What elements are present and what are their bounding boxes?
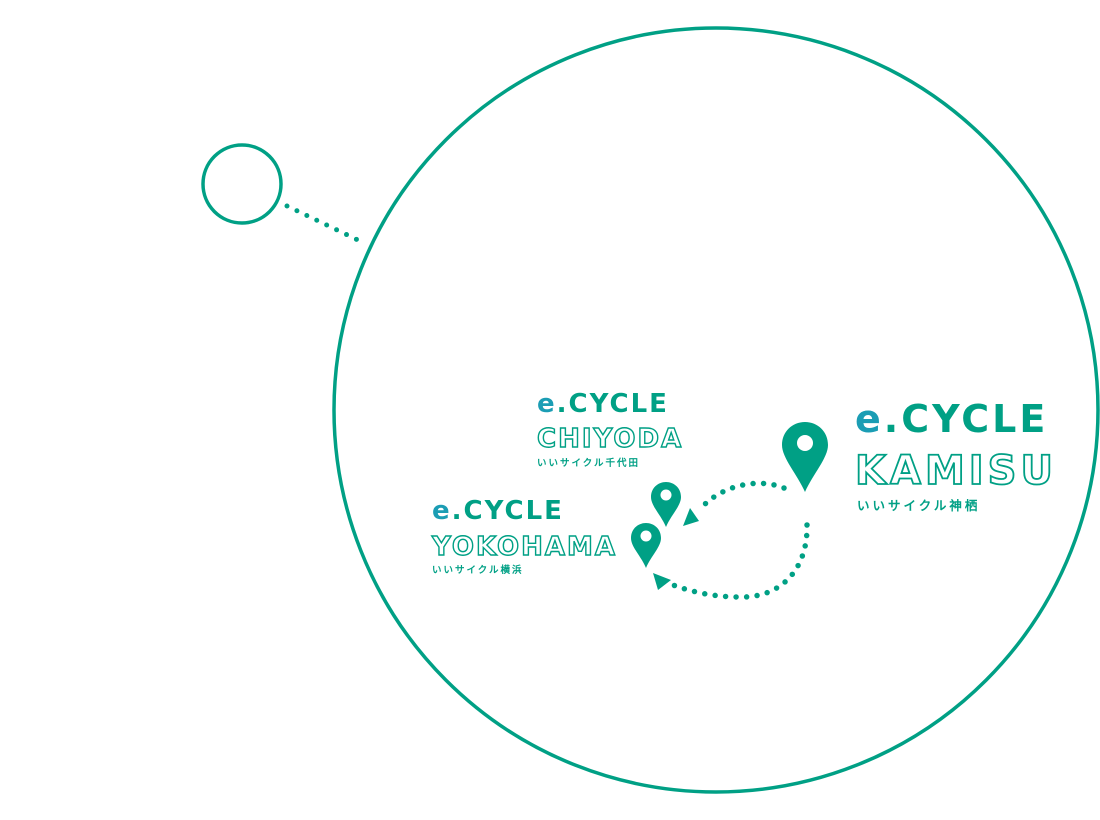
svg-text:e.CYCLE: e.CYCLE: [537, 389, 669, 419]
arrowhead-icon: [683, 508, 699, 526]
dotted-connector: [284, 203, 365, 245]
dotted-arrow-kamisu-to-yokohama: [665, 522, 810, 600]
kamisu-jp-name: いいサイクル神栖: [857, 498, 980, 513]
yokohama-city-name: YOKOHAMA: [431, 532, 617, 562]
kamisu-logo: e.CYCLE KAMISU いいサイクル神栖: [854, 397, 1057, 513]
chiyoda-pin-icon: [651, 482, 681, 527]
yokohama-jp-name: いいサイクル横浜: [432, 564, 524, 576]
large-circle: [332, 26, 1100, 794]
yokohama-logo: e.CYCLE YOKOHAMA いいサイクル横浜: [430, 496, 617, 576]
yokohama-pin-icon: [631, 523, 661, 568]
svg-text:e.CYCLE: e.CYCLE: [432, 496, 564, 526]
chiyoda-logo: e.CYCLE CHIYODA いいサイクル千代田: [536, 389, 683, 469]
svg-text:e.CYCLE: e.CYCLE: [855, 397, 1048, 441]
kamisu-city-name: KAMISU: [855, 448, 1057, 494]
dotted-arrow-kamisu-to-chiyoda: [700, 480, 787, 509]
kamisu-pin-icon: [782, 422, 828, 492]
arrowhead-icon: [653, 573, 671, 590]
small-circle: [201, 143, 283, 225]
chiyoda-jp-name: いいサイクル千代田: [537, 457, 640, 469]
chiyoda-city-name: CHIYODA: [537, 424, 683, 454]
